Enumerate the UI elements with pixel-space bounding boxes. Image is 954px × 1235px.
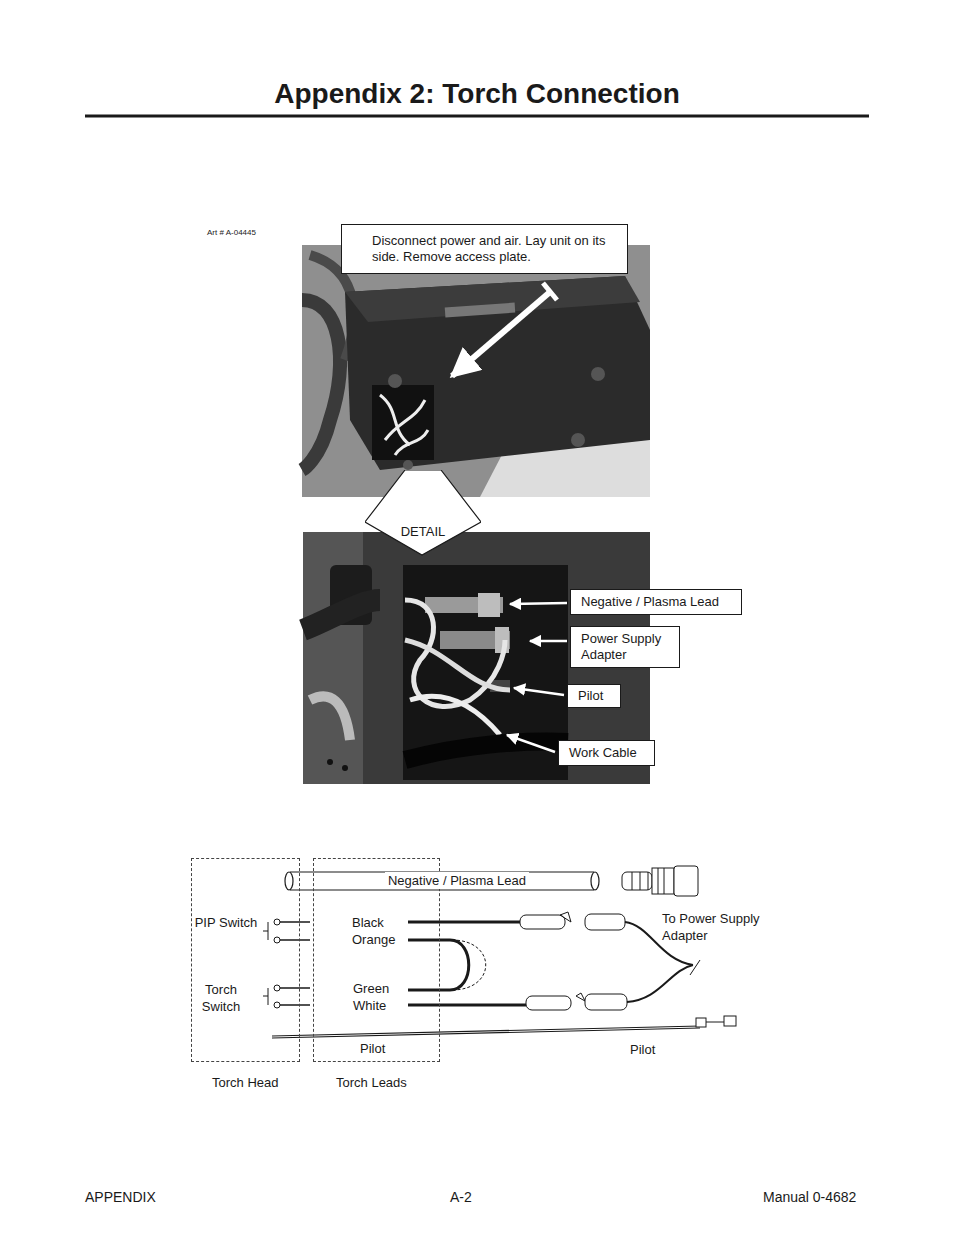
connection-note: To Power Supply Adapter [662,910,772,944]
instruction-callout: Disconnect power and air. Lay unit on it… [341,224,628,274]
wire-label: Green [353,980,389,997]
callout-text: Power Supply Adapter [581,631,669,663]
callout-text: Negative / Plasma Lead [581,594,731,610]
wire-label: Orange [352,931,395,948]
wiring-diagram [263,866,736,1038]
wire-label: Pilot [630,1041,655,1058]
wire-label: PIP Switch [192,914,260,931]
callout-text: Pilot [578,688,610,704]
title-rule [85,115,869,118]
wire-label: Pilot [360,1040,385,1057]
arrow-outline [365,470,481,556]
part-callout: Power Supply Adapter [570,626,680,668]
art-number: Art # A-04445 [207,227,256,239]
detail-arrow: DETAIL [365,470,481,556]
callout-text: Disconnect power and air. Lay unit on it… [372,233,617,265]
lead-label: Negative / Plasma Lead [385,872,529,889]
page-number: A-2 [450,1188,472,1206]
part-callout: Pilot [567,684,621,708]
callout-text: Work Cable [569,745,644,761]
wire-label: White [353,997,386,1014]
part-callout: Work Cable [558,740,655,766]
region-heading: Torch Leads [336,1074,407,1091]
region-heading: Torch Head [212,1074,278,1091]
callout-text: DETAIL [365,523,481,540]
manual-number: Manual 0-4682 [763,1188,856,1206]
unit-photo [302,245,650,497]
footer-section: APPENDIX [85,1188,156,1206]
page-title: Appendix 2: Torch Connection [0,78,954,110]
wire-label: Black [352,914,384,931]
torch-head-region: PIP SwitchTorch SwitchTorch Head [191,858,300,1062]
part-callout: Negative / Plasma Lead [570,589,742,615]
wire-label: Torch Switch [188,981,254,1015]
